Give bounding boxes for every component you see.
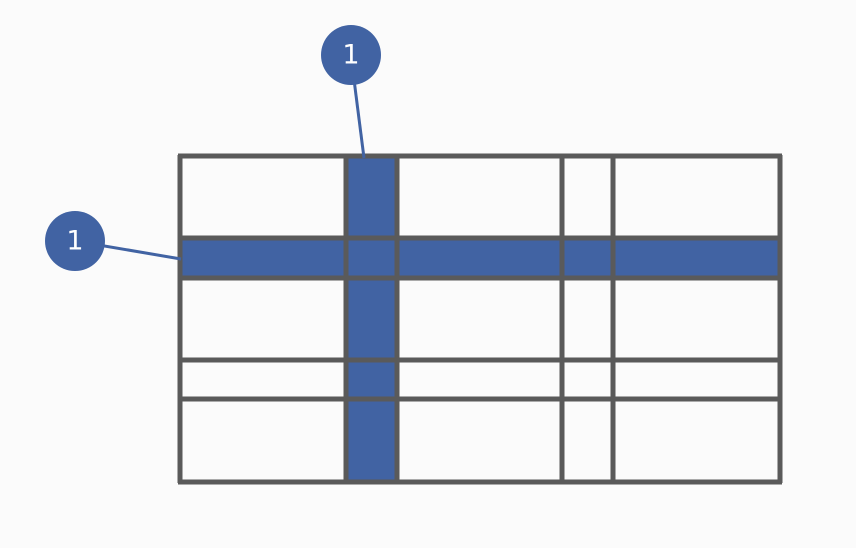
highlighted-column [346, 156, 397, 482]
horizontal-grid-lines [178, 153, 782, 485]
vertical-grid-lines [177, 155, 783, 483]
row-callout-marker-icon [45, 211, 105, 271]
column-callout-label: 1 [342, 40, 359, 71]
highlighted-row [180, 238, 780, 278]
column-callout: 1 [321, 25, 381, 159]
row-callout-label: 1 [66, 226, 83, 257]
column-callout-marker-icon [321, 25, 381, 85]
row-callout: 1 [45, 211, 182, 271]
